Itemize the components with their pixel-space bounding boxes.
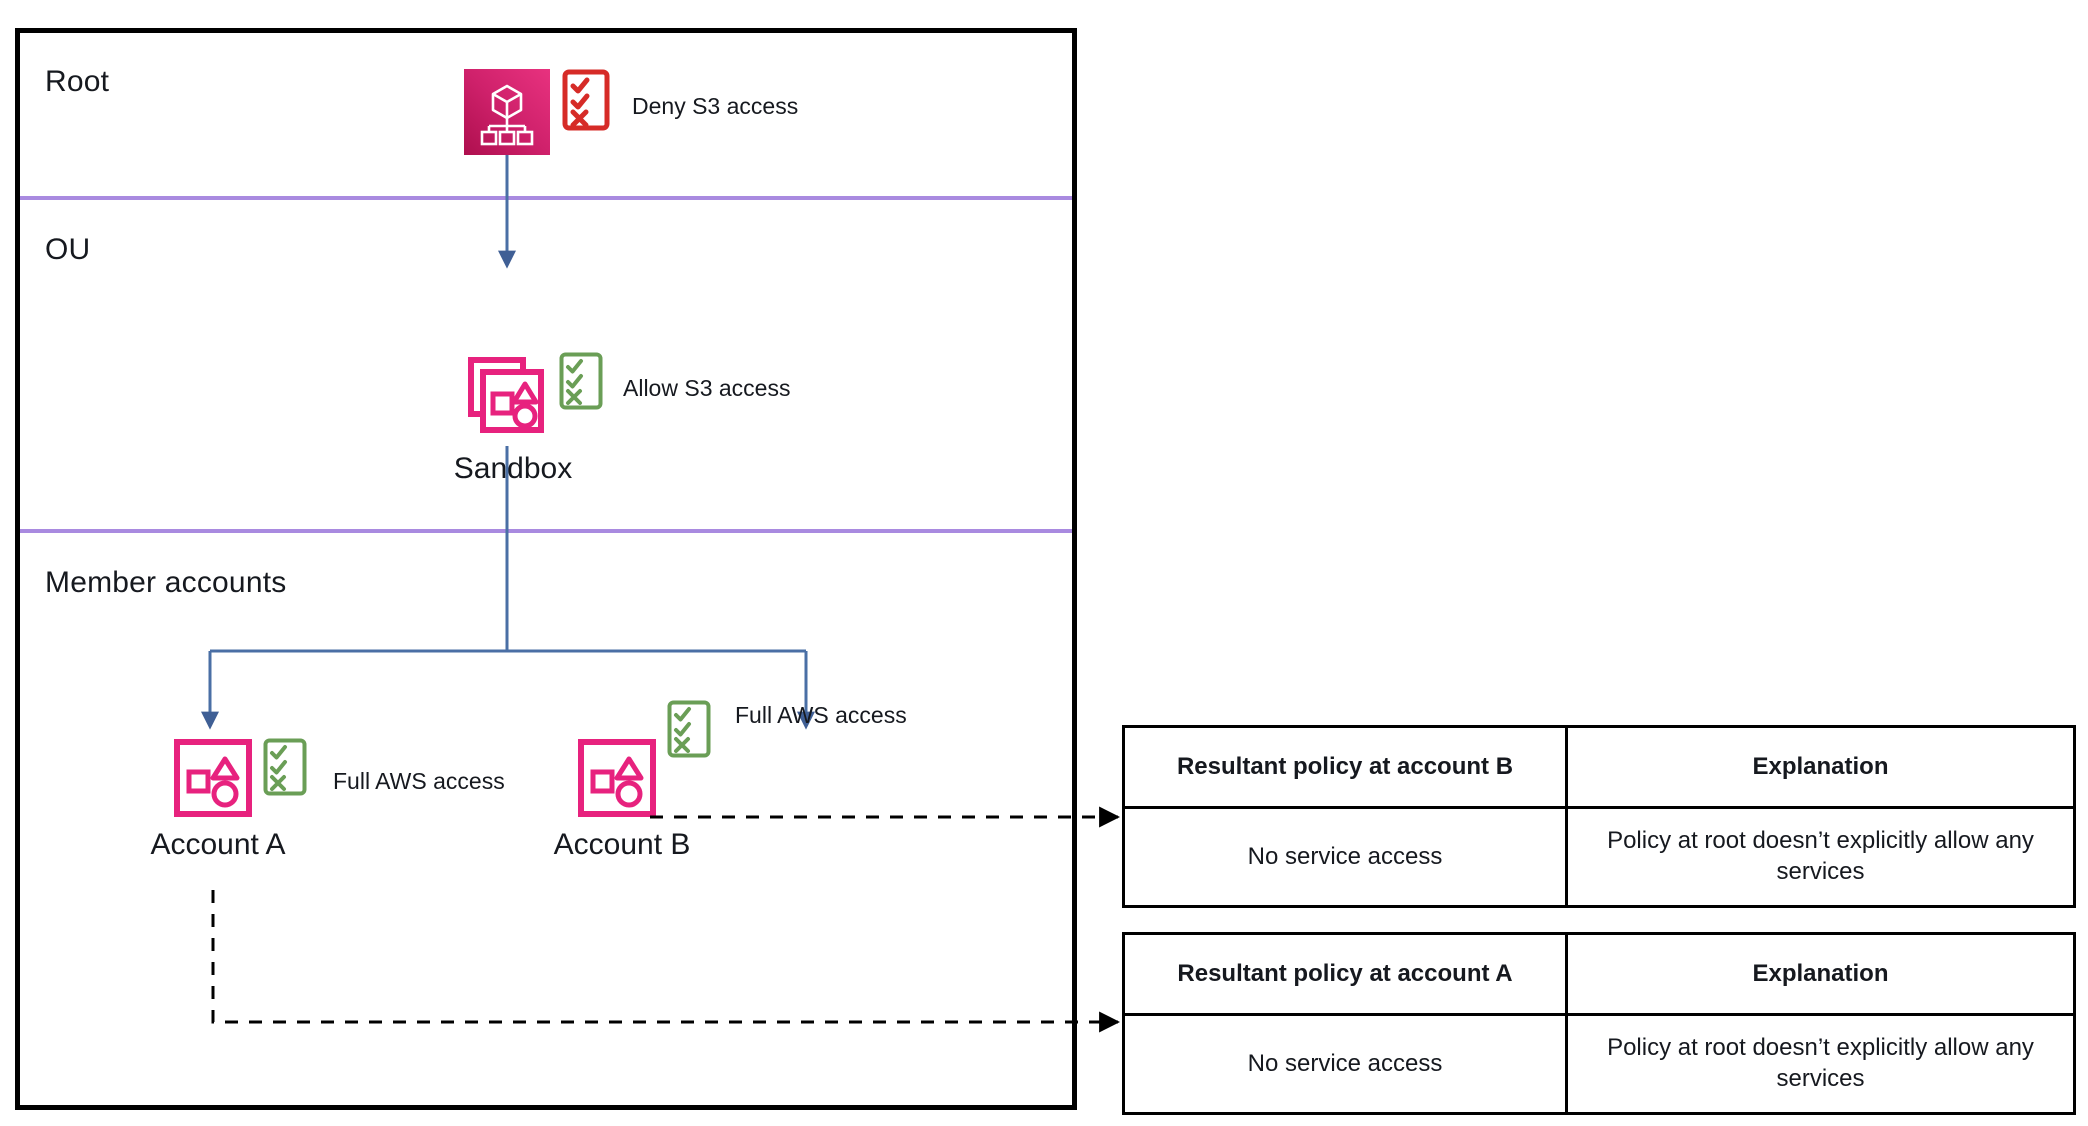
aws-account-icon (174, 739, 252, 817)
zone-divider-ou-member (20, 529, 1072, 533)
table-cell-explanation-b: Policy at root doesn’t explicitly allow … (1565, 806, 2076, 908)
zone-label-root: Root (45, 65, 110, 98)
policy-label-sandbox: Allow S3 access (623, 375, 791, 401)
table-header-resultant-policy-b: Resultant policy at account B (1122, 725, 1568, 809)
policy-checklist-deny-icon (562, 69, 610, 131)
organizational-unit-icon (468, 357, 544, 433)
table-header-explanation-a: Explanation (1565, 932, 2076, 1016)
organization-container: Root OU Member accounts (15, 28, 1077, 1110)
node-caption-account-a: Account A (150, 828, 286, 861)
policy-checklist-allow-icon (263, 738, 307, 796)
node-sandbox-ou[interactable]: Allow S3 access (463, 352, 790, 438)
table-cell-explanation-a: Policy at root doesn’t explicitly allow … (1565, 1013, 2076, 1115)
zone-divider-root-ou (20, 196, 1072, 200)
table-row: No service access Policy at root doesn’t… (1122, 806, 2076, 908)
policy-checklist-allow-icon (667, 700, 711, 758)
result-table-account-a: Resultant policy at account A Explanatio… (1122, 932, 2076, 1115)
node-root-organization[interactable]: Deny S3 access (464, 69, 798, 155)
policy-checklist-allow-icon (559, 352, 603, 410)
table-cell-resultant-policy-b: No service access (1122, 806, 1568, 908)
zone-label-member: Member accounts (45, 566, 287, 599)
table-row: No service access Policy at root doesn’t… (1122, 1013, 2076, 1115)
aws-account-icon (578, 739, 656, 817)
node-caption-sandbox: Sandbox (453, 452, 573, 485)
zone-label-ou: OU (45, 233, 91, 266)
table-cell-resultant-policy-a: No service access (1122, 1013, 1568, 1115)
table-header-resultant-policy-a: Resultant policy at account A (1122, 932, 1568, 1016)
policy-label-account-b: Full AWS access (735, 702, 907, 728)
policy-label-root: Deny S3 access (632, 93, 799, 119)
node-account-b[interactable]: Full AWS access (577, 700, 907, 818)
node-caption-account-b: Account B (553, 828, 691, 861)
result-table-account-b: Resultant policy at account B Explanatio… (1122, 725, 2076, 908)
table-row-header: Resultant policy at account B Explanatio… (1122, 725, 2076, 809)
table-row-header: Resultant policy at account A Explanatio… (1122, 932, 2076, 1016)
table-header-explanation-b: Explanation (1565, 725, 2076, 809)
policy-label-account-a: Full AWS access (333, 768, 505, 794)
node-account-a[interactable]: Full AWS access (173, 738, 505, 818)
aws-organizations-icon (464, 69, 550, 155)
